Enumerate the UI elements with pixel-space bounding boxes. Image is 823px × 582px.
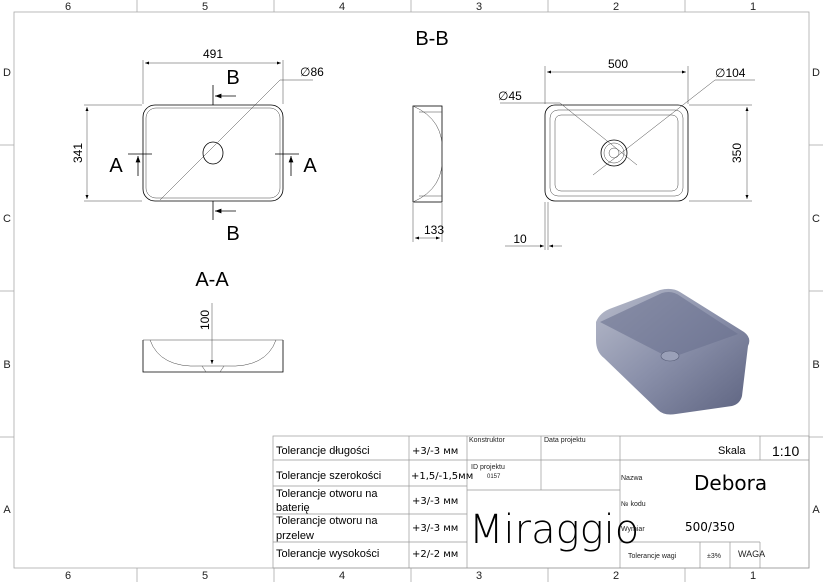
zone-row-d-right: D	[812, 67, 820, 79]
tolerance-height-value: +2/-2 мм	[412, 549, 458, 560]
tolerance-overflow-label-1: Tolerancje otworu na	[276, 515, 378, 527]
offset-dimension: 10	[513, 232, 527, 246]
waga-label: WAGA	[738, 549, 765, 559]
section-b-marker-bottom: B	[226, 223, 239, 245]
tolerance-faucet-hole-value: +3/-3 мм	[412, 496, 458, 507]
side-depth-dimension: 133	[424, 223, 444, 237]
skala-label: Skala	[718, 445, 746, 457]
zone-row-c: C	[3, 213, 11, 225]
zone-col-6: 6	[65, 1, 71, 13]
zone-col-3: 3	[476, 1, 482, 13]
zone-col-2: 2	[613, 1, 619, 13]
skala-value: 1:10	[772, 443, 799, 459]
zone-row-c-right: C	[812, 213, 820, 225]
section-a-view: 100	[142, 303, 284, 373]
zone-col-4: 4	[339, 1, 345, 13]
miraggio-logo: Miraggio	[469, 507, 639, 553]
zone-col-3-bottom: 3	[476, 570, 482, 582]
tolerance-faucet-hole-label-1: Tolerancje otworu na	[276, 488, 378, 500]
kod-label: № kodu	[621, 501, 646, 508]
wymiar-value: 500/350	[685, 520, 735, 534]
tolerance-overflow-label-2: przelew	[276, 530, 314, 542]
basin-render	[596, 288, 750, 415]
zone-row-b: B	[3, 359, 10, 371]
tolerance-length-value: +3/-3 мм	[412, 446, 458, 457]
top-view: ∅86 491 341 B B A A	[71, 47, 324, 245]
bottom-view: ∅45 ∅104 500 350 10	[498, 57, 755, 250]
side-view: 133	[412, 105, 444, 242]
section-a-marker-left: A	[109, 155, 123, 177]
zone-col-1: 1	[750, 1, 756, 13]
wymiar-label: Wymiar	[621, 526, 645, 533]
nazwa-value: Debora	[694, 471, 767, 495]
tolerancje-wagi-label: Tolerancje wagi	[628, 553, 677, 560]
data-projektu-label: Data projektu	[544, 437, 586, 444]
zone-col-1-bottom: 1	[750, 570, 756, 582]
title-block: Tolerancje długości +3/-3 мм Tolerancje …	[272, 435, 810, 569]
zone-row-a-right: A	[812, 504, 820, 516]
zone-col-5: 5	[202, 1, 208, 13]
bottom-height-dimension: 350	[730, 143, 744, 163]
tolerance-width-label: Tolerancje szerokości	[276, 470, 381, 482]
zone-col-5-bottom: 5	[202, 570, 208, 582]
id-projektu-label: ID projektu	[471, 464, 505, 471]
top-height-dimension: 341	[71, 143, 85, 163]
konstruktor-label: Konstruktor	[469, 437, 505, 444]
tolerance-overflow-value: +3/-3 мм	[412, 523, 458, 534]
zone-labels: 6 5 4 3 2 1 6 5 4 3 2 1 D C B A D C B A	[3, 1, 820, 582]
section-a-title: A-A	[195, 269, 229, 291]
zone-row-d: D	[3, 67, 11, 79]
zone-row-b-right: B	[812, 359, 819, 371]
zone-row-a: A	[3, 504, 11, 516]
top-width-dimension: 491	[203, 47, 223, 61]
id-projektu-value: 0157	[487, 474, 501, 480]
section-a-marker-right: A	[303, 155, 317, 177]
section-b-title: B-B	[415, 28, 448, 50]
bottom-width-dimension: 500	[608, 57, 628, 71]
outer-diameter-dimension: ∅104	[715, 66, 746, 80]
tolerancje-wagi-value: ±3%	[707, 553, 721, 560]
tolerance-width-value: +1,5/-1,5мм	[411, 471, 473, 482]
inner-diameter-dimension: ∅45	[498, 89, 522, 103]
tolerance-height-label: Tolerancje wysokości	[276, 548, 379, 560]
tolerance-faucet-hole-label-2: baterię	[276, 502, 310, 514]
zone-col-4-bottom: 4	[339, 570, 345, 582]
section-b-marker-top: B	[226, 67, 239, 89]
zone-col-2-bottom: 2	[613, 570, 619, 582]
tolerance-length-label: Tolerancje długości	[276, 445, 370, 457]
nazwa-label: Nazwa	[621, 475, 643, 482]
section-a-height-dimension: 100	[198, 310, 212, 330]
zone-col-6-bottom: 6	[65, 570, 71, 582]
top-hole-diameter: ∅86	[300, 65, 324, 79]
